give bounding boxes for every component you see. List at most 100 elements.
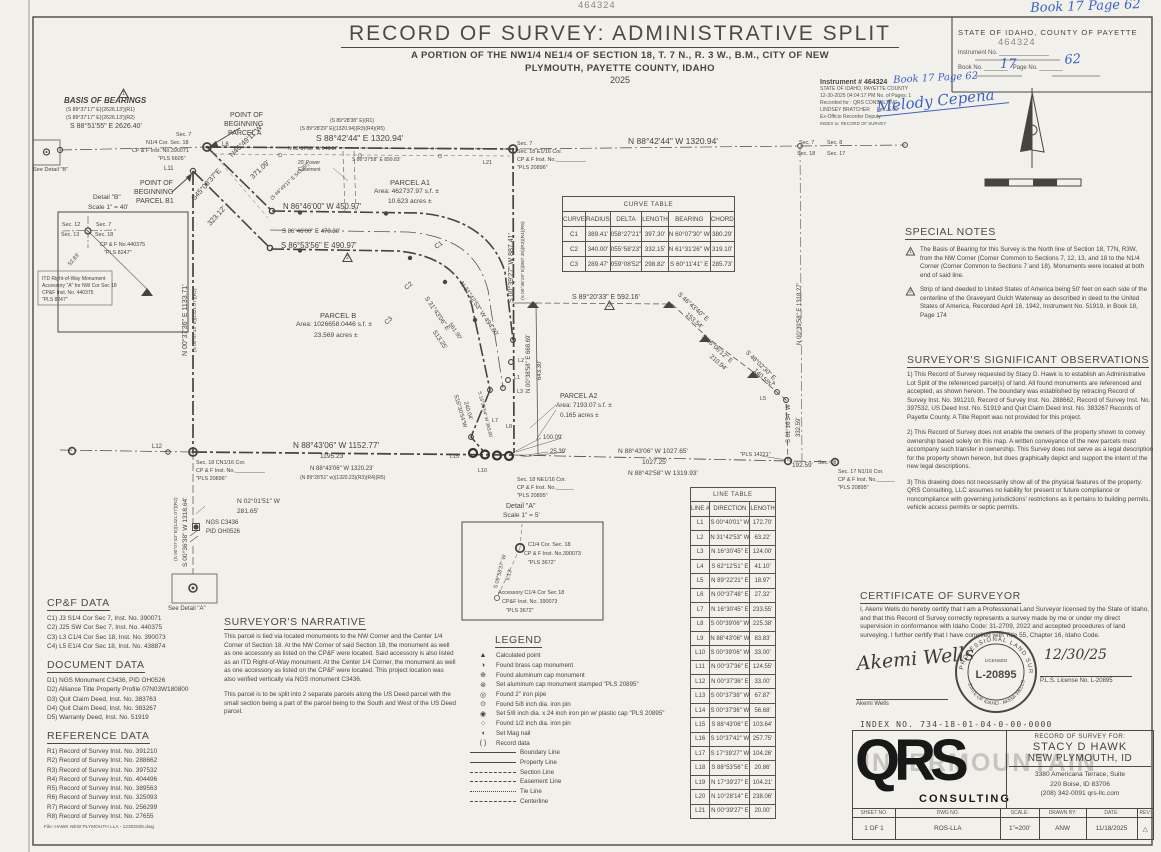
table-cell: L13 [689, 688, 711, 704]
drawing-label: Area: 1026658.0446 s.f. ± [296, 321, 372, 328]
list-item: D3) Quit Claim Deed, Inst. No. 383763 [47, 695, 157, 703]
list-item: D1) NGS Monument C3436, PID OH0526 [47, 677, 166, 684]
drawing-label: C2 [403, 280, 415, 292]
drawing-label: ITD Right-of-Way Monument [42, 276, 106, 282]
list-item: C1) J3 S1/4 Cor Sec 7, Inst. No. 390071 [47, 615, 162, 622]
note-triangle-icon: 2 [342, 252, 353, 262]
field-value: 1 OF 1 [864, 825, 884, 832]
legend-label: Found 2" iron pipe [496, 691, 547, 699]
reference-data: REFERENCE DATA R1) Record of Survey Inst… [47, 726, 157, 821]
drawing-label: (S 46°49'11" E 543.39') [269, 161, 311, 202]
titleblock-field: DRAWN BY:ANW [1039, 809, 1087, 839]
drawing-label: S 00°39'27" W 887.41' [508, 233, 515, 303]
legend-item: ◉ Set 5/8 inch dia. x 24 inch iron pin w/… [470, 709, 700, 719]
field-label: SHEET NO. [853, 809, 895, 818]
legend-symbol-icon: ○ [480, 720, 486, 728]
titleblock-field: SCALE:1"=200' [1000, 809, 1040, 839]
drawing-label: 561.90' [447, 322, 463, 341]
recording-county: STATE OF IDAHO, COUNTY OF PAYETTE [958, 28, 1138, 37]
legend-item: ◑Found brass cap monument [470, 661, 700, 671]
list-item: R3) Record of Survey Inst. No. 397532 [47, 766, 158, 774]
stamp-state: STATE OF IDAHO, PAYETTE COUNTY [820, 86, 909, 92]
surveyor-seal: PROFESSIONAL LAND SURVEYOR STATE OF IDAH… [952, 628, 1037, 713]
drawing-label: Sec. 17 N1/16 Cor. [838, 469, 884, 475]
legend-label: Set 5/8 inch dia. x 24 inch iron pin w/ … [496, 710, 665, 718]
drawing-label: CP & F No.440375 [100, 242, 146, 248]
drawing-label: Accessory C1/4 Cor Sec 18 [498, 590, 565, 596]
drawing-label: Sec. 7 [176, 132, 192, 138]
drawing-label: N46°49'11"W [227, 122, 264, 159]
drawing-label: "PLS 8247" [104, 250, 132, 256]
drawing-label: 1027.25' [642, 459, 668, 466]
drawing-label: See Detail "B" [33, 167, 69, 173]
table-cell: L12 [689, 674, 711, 690]
drawing-label: BEGINNING [224, 121, 264, 128]
legend-item: Easement Line [470, 777, 700, 787]
drawing-label: "PLS 3672" [506, 608, 534, 614]
drawing-label: S 86°37'58" E 899.83' [352, 157, 401, 163]
drawing-label: 23.569 acres ± [314, 331, 358, 339]
drawing-label: L15 [450, 454, 459, 460]
reference-title: REFERENCE DATA [47, 730, 150, 744]
drawing-label: "PLS 20895" [517, 493, 548, 499]
seal-licensed: LICENSED [985, 658, 1008, 663]
drawing-label: "PLS 8247" [42, 297, 68, 303]
paragraph: 2) This Record of Survey does not enable… [907, 429, 1154, 470]
legend-item: ( ) Record data [470, 738, 700, 748]
recording-box: STATE OF IDAHO, COUNTY OF PAYETTE 464324… [958, 28, 1148, 71]
drawing-label: N 00°37'36" E 1133.71' [182, 284, 189, 356]
firm-contact: (208) 342-0091 qrs-llc.com [1040, 790, 1120, 798]
legend-label: Record data [496, 739, 530, 747]
drawing-label: CP & F Inst. No.__________ [196, 468, 265, 474]
table-cell: L21 [689, 803, 711, 819]
legend-label: Section Line [520, 768, 555, 776]
record-for-label: RECORD OF SURVEY FOR: [1034, 733, 1126, 740]
drawing-label: L11 [164, 166, 174, 172]
drawing-label: (S 00°07'43" E)(1321.07')(R2) [193, 288, 198, 352]
legend-symbol-icon: ( ) [479, 739, 487, 747]
note-triangle-icon: 1 [905, 246, 916, 256]
observations: SURVEYOR'S SIGNIFICANT OBSERVATIONS 1) T… [907, 350, 1154, 520]
page-title: RECORD OF SURVEY: ADMINISTRATIVE SPLIT [341, 22, 899, 48]
table-cell: C3 [562, 256, 586, 272]
drawing-label: (S 00°38'19" E)(887.35)(R3)(R4)(R6) [521, 221, 526, 300]
table-cell: 33.00' [749, 645, 776, 661]
legend-symbol-icon: ◎ [479, 691, 487, 699]
drawing-label: N 86°46'00" W 450.97' [283, 202, 362, 211]
drawing-label: Sec. 17 [827, 150, 846, 157]
drawing-label: (S 00°07'43" E)(1321.07')(R2) [174, 497, 179, 561]
legend-symbol-icon: ◉ [479, 710, 487, 718]
legend-label: Found 5/8 inch dia. iron pin [496, 700, 571, 708]
drawing-label: C1 [433, 240, 445, 251]
drawing-label: PARCEL B1 [136, 198, 174, 205]
drawing-label: L4 [769, 381, 775, 387]
book-label: Book No. _______ [958, 65, 1008, 71]
document-data: DOCUMENT DATA D1) NGS Monument C3436, PI… [47, 655, 188, 722]
surveyor-signature-name: Akemi Wells [856, 699, 948, 707]
drawing-label: CP&F Inst. No. 440375 [42, 290, 94, 296]
drawing-label: L2 [518, 358, 524, 364]
titleblock-field: SHEET NO. 1 OF 1 [853, 809, 896, 839]
pls-license: P.L.S. License No. L-20895 [1040, 676, 1132, 684]
narrative-title: SURVEYOR'S NARRATIVE [224, 616, 366, 630]
drawing-label: (S 89°28'29" E)(1320.94)(R3)(R4)(R5) [300, 125, 385, 132]
note-text: The Basis of Bearing for this Survey is … [920, 246, 1145, 279]
legend-label: Easement Line [520, 778, 562, 786]
drawing-label: Sec. 18 E1/16 Cor. [517, 149, 563, 155]
drawing-label: CP & F Inst. No.______ [838, 477, 895, 483]
table-cell: 225.38' [749, 616, 776, 632]
drawing-label: PARCEL B [320, 311, 357, 320]
cpf-title: CP&F DATA [47, 597, 110, 611]
drawing-label: L5 [760, 396, 766, 402]
drawing-label: PARCEL A [228, 130, 262, 137]
field-label: DWG NO. [895, 809, 1000, 818]
